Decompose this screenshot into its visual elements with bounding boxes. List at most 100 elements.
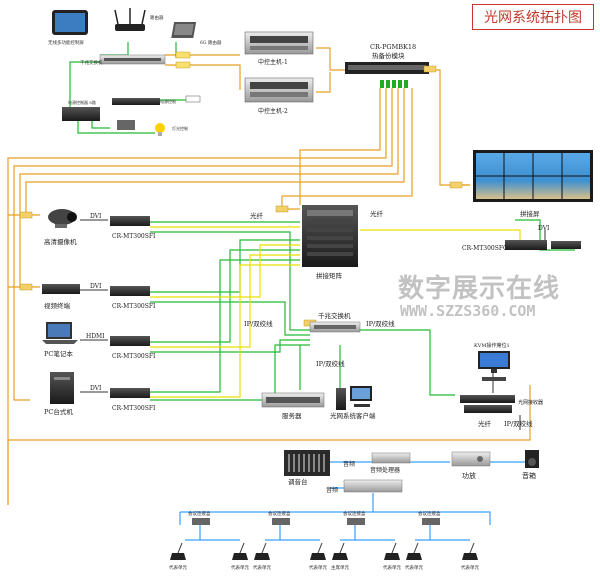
mic-unit: 代表单元 [405, 542, 423, 571]
audio-label-1: 音频 [343, 460, 355, 468]
desktop-pc-icon [50, 372, 74, 404]
rx-model-label: CR-MT300SFO [462, 245, 508, 252]
camera-label: 高清摄像机 [44, 237, 77, 246]
ctrl-host-2-icon [244, 77, 314, 103]
receiver-icon [505, 240, 547, 250]
laptop-label: PC笔记本 [44, 349, 73, 358]
ip-low-label: IP/双绞线 [504, 419, 533, 428]
mic-unit: 代表单元 [253, 542, 271, 571]
mic-label: 代表单元 [461, 564, 479, 571]
videowall-label: 拼接屏 [520, 209, 540, 218]
tx-label-3: CR-MT300SFI [112, 353, 156, 360]
ip-right-label: IP/双绞线 [366, 319, 395, 328]
svg-text:会议连接盒: 会议连接盒 [268, 510, 291, 517]
power-ctrl-label: 电源控制器 8路 [68, 99, 96, 105]
hd-camera-icon [48, 209, 77, 228]
ipad-label: 无线多功能控制屏 [48, 39, 84, 46]
gbe-switch-label: 千兆交换机 [318, 311, 351, 320]
network-tag [175, 51, 191, 59]
router-label: 路由器 [150, 14, 164, 21]
mic-label: 主席单元 [331, 564, 349, 571]
dvi-label-2: DVI [90, 283, 102, 290]
mixer-label: 调音台 [288, 477, 308, 486]
speaker-label: 音箱 [522, 471, 536, 480]
conference-boxes [192, 518, 440, 525]
server-icon [261, 392, 325, 408]
fiber-label-2: 光纤 [370, 209, 384, 218]
backup-module-icon [345, 62, 429, 88]
network-tag-2 [175, 61, 191, 69]
client-label: 光网系统客户端 [330, 411, 376, 420]
hdmi-label: HDMI [86, 333, 105, 340]
kvm-monitor-icon [478, 351, 510, 381]
backup-model-label: CR-PGMBK18 [370, 43, 416, 51]
diagram-title: 光网系统拓扑图 [472, 4, 594, 30]
laptop-icon [42, 322, 78, 344]
mic-label: 代表单元 [309, 564, 327, 571]
conference-host-icon [343, 479, 403, 493]
audio-label-2: 音频 [326, 486, 338, 494]
ip-mid-label: IP/双绞线 [316, 359, 345, 368]
mic-unit: 代表单元 [309, 542, 327, 571]
tx-label-1: CR-MT300SFI [112, 233, 156, 240]
server-label: 服务器 [282, 411, 302, 420]
dsp-label: 音频处理器 [370, 466, 400, 474]
mic-unit: 代表单元 [169, 542, 187, 571]
mic-label: 代表单元 [169, 564, 187, 571]
fiber-label-3: 光纤 [478, 419, 492, 428]
tx-label-2: CR-MT300SFI [112, 303, 156, 310]
dvi-label-rx: DVI [538, 225, 550, 232]
gateway-label: 6G 路由器 [200, 39, 222, 46]
power-seq-icon [112, 98, 160, 105]
mic-label: 代表单元 [383, 564, 401, 571]
mic-unit: 代表单元 [383, 542, 401, 571]
dsp-icon [371, 452, 411, 464]
audio-links [179, 461, 525, 541]
dvi-label-3: DVI [90, 385, 102, 392]
power-sequencer-icon [62, 107, 100, 121]
video-term-label: 视频终端 [44, 301, 71, 310]
matrix-label: 拼接矩阵 [316, 271, 343, 280]
transmitters [110, 216, 150, 398]
mixer-icon [284, 450, 330, 476]
svg-text:会议连接盒: 会议连接盒 [418, 510, 441, 517]
desktop-label: PC台式机 [44, 407, 73, 416]
gbe-switch-icon [309, 321, 361, 333]
tx-label-4: CR-MT300SFI [112, 405, 156, 412]
videowall-icon [473, 150, 593, 202]
dvi-label-1: DVI [90, 213, 102, 220]
mic-unit: 代表单元 [461, 542, 479, 571]
mic-unit: 代表单元 [231, 542, 249, 571]
video-terminal-icon [42, 284, 80, 294]
watermark-url: WWW.SZZS360.COM [400, 302, 536, 320]
svg-text:会议连接盒: 会议连接盒 [343, 510, 366, 517]
conference-box-labels: 会议连接盒 会议连接盒 会议连接盒 会议连接盒 [188, 510, 441, 517]
fiber-label-1: 光纤 [250, 211, 264, 220]
power-seq-label: 电源控制 [160, 98, 176, 104]
ip-left-label: IP/双绞线 [244, 319, 273, 328]
fiber-rx-label: 光网接收器 [518, 399, 543, 406]
client-pc-icon [336, 386, 372, 410]
gateway-icon [171, 22, 197, 38]
fiber-receiver-icon [460, 395, 515, 413]
video-links [150, 226, 521, 398]
wireless-router-icon [114, 8, 146, 31]
ipad-icon [52, 10, 88, 35]
ctrl-host-1-icon [244, 31, 314, 55]
matrix-icon [302, 205, 358, 267]
top-switch-icon [99, 54, 166, 65]
ctrl1-label: 中控主机-1 [258, 58, 288, 66]
amplifier-icon [451, 451, 491, 467]
mic-label: 代表单元 [231, 564, 249, 571]
mic-unit: 主席单元 [331, 542, 349, 571]
backup-name-label: 热备份模块 [372, 51, 405, 60]
switch-top-label: 千兆交换机 [80, 59, 103, 66]
svg-text:会议连接盒: 会议连接盒 [188, 510, 211, 517]
mic-label: 代表单元 [253, 564, 271, 571]
mic-label: 代表单元 [405, 564, 423, 571]
light-label: 灯光控制 [172, 125, 188, 131]
ctrl2-label: 中控主机-2 [258, 107, 288, 115]
light-ctrl-icon [117, 120, 165, 136]
